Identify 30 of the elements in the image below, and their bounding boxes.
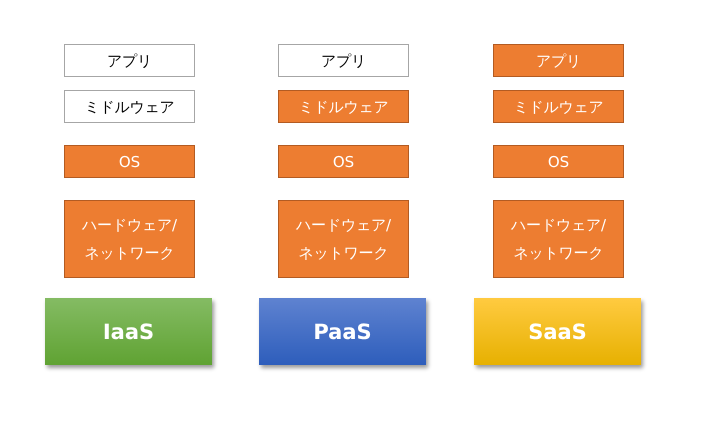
layer-box bbox=[278, 145, 409, 178]
layer-label: OS bbox=[118, 152, 140, 172]
layer-label: OS bbox=[548, 152, 570, 172]
layer-box bbox=[278, 200, 409, 278]
layer-label: ミドルウェア bbox=[84, 96, 174, 118]
layer-box bbox=[493, 145, 624, 178]
service-box bbox=[45, 298, 212, 365]
layer-label: アプリ bbox=[107, 50, 152, 72]
layer-label: ハードウェア/ネットワーク bbox=[80, 215, 178, 264]
layer-box bbox=[64, 200, 195, 278]
layer-box bbox=[64, 44, 195, 77]
layer-label: ミドルウェア bbox=[514, 96, 604, 118]
layer-box bbox=[64, 90, 195, 123]
layer-label: アプリ bbox=[536, 50, 581, 72]
layer-box bbox=[64, 145, 195, 178]
layer-label: ハードウェア/ネットワーク bbox=[510, 215, 608, 264]
layer-box bbox=[278, 44, 409, 77]
service-box bbox=[259, 298, 426, 365]
layer-label: ハードウェア/ネットワーク bbox=[294, 215, 392, 264]
service-box bbox=[474, 298, 641, 365]
service-label: PaaS bbox=[313, 318, 372, 346]
layer-label: OS bbox=[332, 152, 354, 172]
layer-label: アプリ bbox=[321, 50, 366, 72]
service-label: SaaS bbox=[528, 318, 587, 346]
layer-box bbox=[493, 90, 624, 123]
service-label: IaaS bbox=[102, 318, 154, 346]
layer-box bbox=[278, 90, 409, 123]
layer-label: ミドルウェア bbox=[298, 96, 388, 118]
layer-box bbox=[493, 44, 624, 77]
layer-box bbox=[493, 200, 624, 278]
